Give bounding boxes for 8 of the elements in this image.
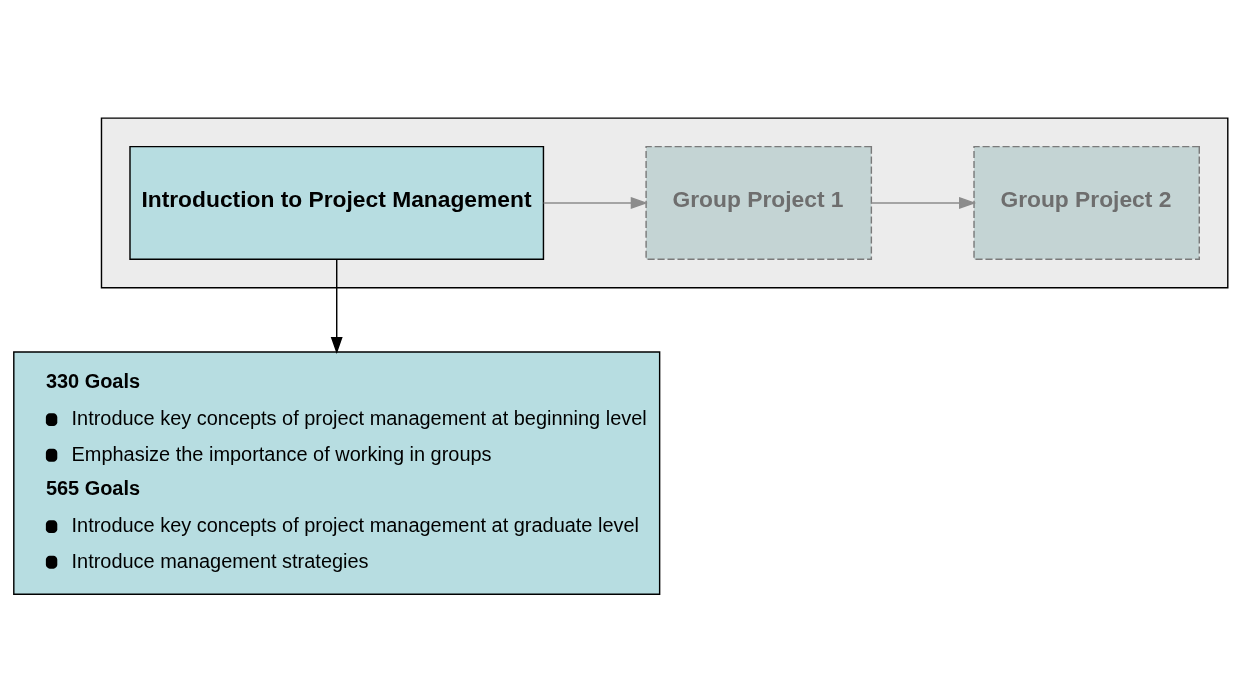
- node-box: Introduction to Project Management: [129, 145, 545, 260]
- arrow: [542, 196, 648, 209]
- arrow: [330, 258, 343, 354]
- node-box: Group Project 2: [973, 145, 1200, 260]
- cluster: [100, 116, 1229, 288]
- node-box: 330 Goals Introduce key concepts of project management at beginning level Emphasize the importance of working in groups 565 Goals Introduce key concepts of project management at graduate level Introduce management strategies: [13, 350, 661, 595]
- node-box: Group Project 1: [645, 145, 873, 260]
- arrow: [870, 196, 977, 209]
